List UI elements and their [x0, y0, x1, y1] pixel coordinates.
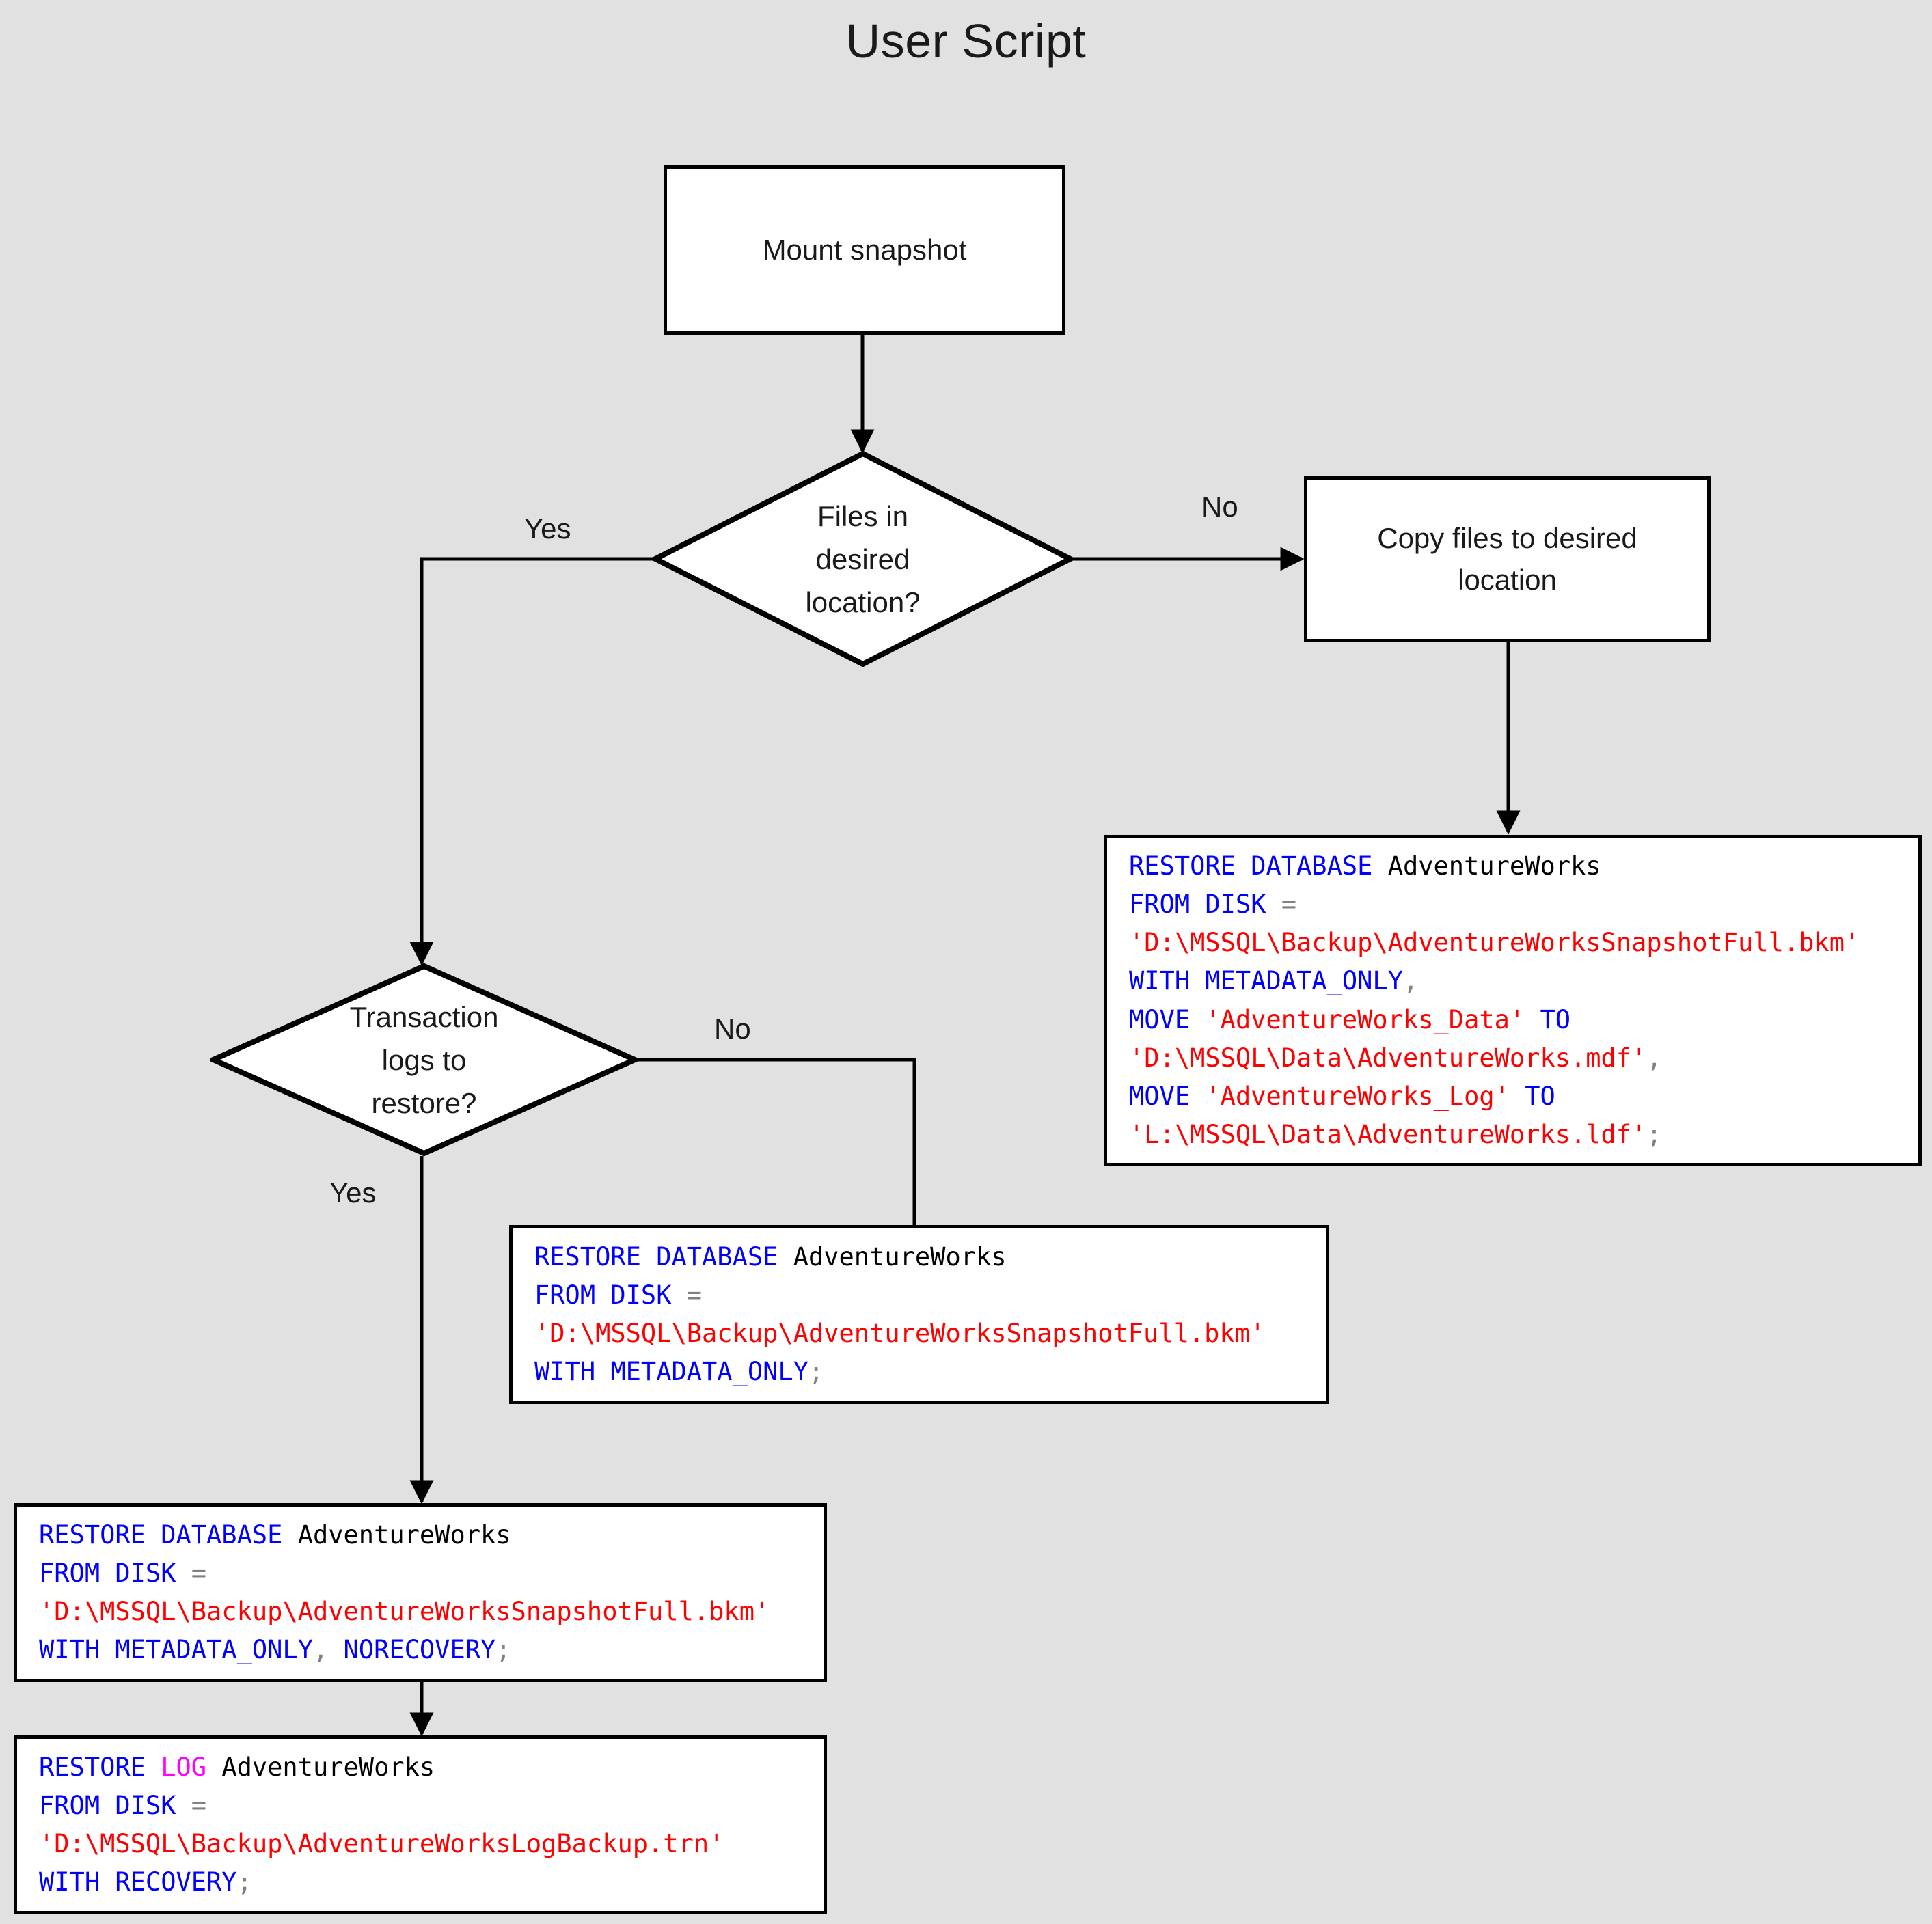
node-mount-snapshot[interactable]: Mount snapshot [664, 165, 1065, 335]
node-files-in-desired-location[interactable]: Files in desired location? [653, 451, 1073, 667]
code-line: FROM DISK = [39, 1790, 207, 1820]
diamond-shape [210, 963, 638, 1156]
code-line: RESTORE DATABASE AdventureWorks [1129, 851, 1601, 881]
code-line: 'L:\MSSQL\Data\AdventureWorks.ldf'; [1129, 1120, 1662, 1150]
code-line: RESTORE DATABASE AdventureWorks [39, 1520, 511, 1550]
edge-label-files-yes: Yes [524, 512, 571, 545]
node-mount-snapshot-label: Mount snapshot [762, 233, 967, 266]
code-line: 'D:\MSSQL\Backup\AdventureWorksLogBackup… [39, 1829, 724, 1858]
code-line: 'D:\MSSQL\Backup\AdventureWorksSnapshotF… [1129, 928, 1860, 958]
code-line: WITH METADATA_ONLY, [1129, 966, 1419, 996]
code-line: WITH METADATA_ONLY, NORECOVERY; [39, 1635, 511, 1665]
code-line: RESTORE DATABASE AdventureWorks [534, 1241, 1007, 1272]
code-line: MOVE 'AdventureWorks_Data' TO [1129, 1004, 1571, 1034]
code-line: FROM DISK = [534, 1280, 703, 1310]
node-copy-files-to-desired-location[interactable]: Copy files to desired location [1304, 476, 1711, 642]
edge-files-yes-to-logs [409, 557, 653, 966]
diamond-shape [653, 451, 1073, 667]
edge-label-logs-no: No [714, 1013, 751, 1045]
code-line: 'D:\MSSQL\Backup\AdventureWorksSnapshotF… [39, 1597, 770, 1626]
node-copy-files-label: Copy files to desired location [1377, 521, 1637, 596]
code-line: 'D:\MSSQL\Backup\AdventureWorksSnapshotF… [534, 1319, 1266, 1348]
edge-label-logs-yes: Yes [329, 1177, 377, 1209]
code-line: MOVE 'AdventureWorks_Log' TO [1129, 1081, 1555, 1111]
code-line: FROM DISK = [39, 1558, 207, 1588]
code-line: WITH METADATA_ONLY; [534, 1357, 824, 1387]
node-transaction-logs-to-restore[interactable]: Transaction logs to restore? [210, 963, 638, 1156]
code-line: WITH RECOVERY; [39, 1867, 252, 1897]
page-title: User Script [845, 14, 1087, 68]
edge-label-files-no: No [1201, 491, 1238, 523]
code-line: FROM DISK = [1129, 889, 1297, 919]
edge-logs-no-to-metadata-only [638, 1058, 927, 1259]
code-line: 'D:\MSSQL\Data\AdventureWorks.mdf', [1129, 1043, 1662, 1073]
code-line: RESTORE LOG AdventureWorks [39, 1752, 435, 1782]
